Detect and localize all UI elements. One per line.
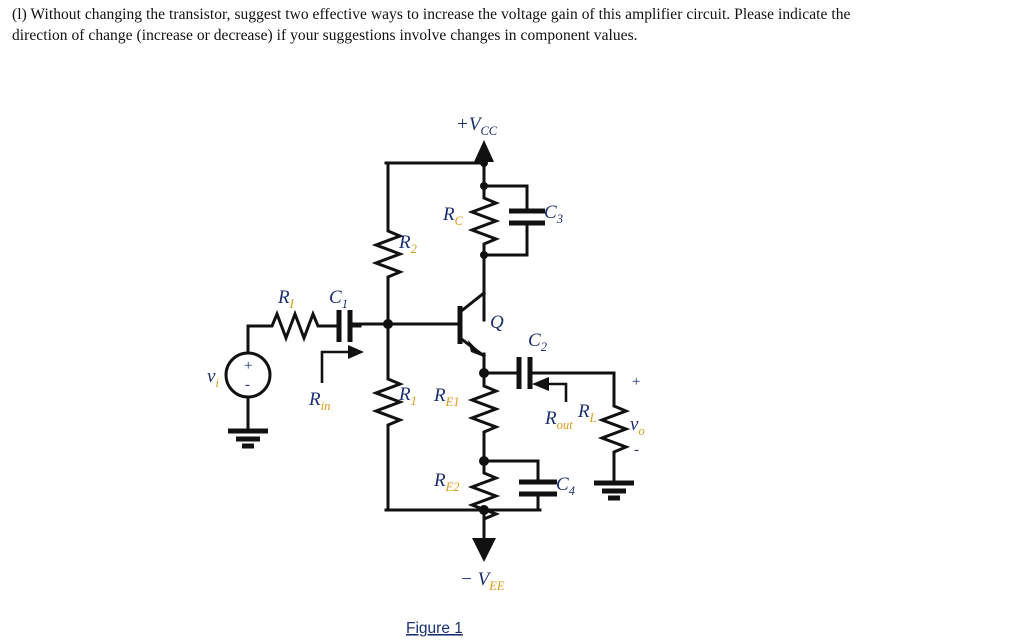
transistor-label: Q: [490, 312, 504, 333]
re2-resistor-symbol: [467, 465, 501, 527]
re2-branch-group: RE2 C4: [433, 456, 575, 558]
ri-resistor-symbol: [264, 309, 328, 343]
vee-label: − VEE: [460, 569, 505, 593]
re1-label: RE1: [433, 385, 460, 409]
output-minus-sign: -: [634, 442, 639, 458]
c1-group: C1: [324, 287, 362, 342]
rout-arrow-icon: [532, 377, 549, 391]
r2-branch-group: R2: [371, 161, 417, 326]
vi-label: vi: [207, 366, 219, 390]
transistor-emitter-arrow-icon: [468, 340, 484, 357]
circuit-figure: +VCC RC C3 R2: [0, 90, 1024, 640]
rc-branch-group: RC C3: [442, 161, 563, 322]
rl-resistor-symbol: [597, 398, 631, 460]
vcc-supply-group: +VCC: [456, 114, 498, 188]
re2-label: RE2: [433, 470, 460, 494]
c2-group: C2: [482, 330, 616, 389]
r1-label: R1: [398, 384, 417, 408]
vo-label: vo: [630, 414, 645, 438]
rin-label: Rin: [308, 389, 330, 413]
vcc-arrow-icon: [474, 140, 494, 162]
question-text: (l) Without changing the transistor, sug…: [12, 6, 851, 44]
re1-branch-group: RE1: [433, 368, 501, 463]
figure-caption: Figure 1: [406, 620, 463, 637]
input-source-group: + - vi: [207, 324, 272, 449]
r1-resistor-symbol: [371, 371, 405, 433]
rout-label: Rout: [544, 408, 573, 432]
ri-label: RI: [277, 287, 295, 311]
circuit-svg: +VCC RC C3 R2: [207, 114, 645, 637]
rc-resistor-symbol: [467, 190, 501, 258]
rin-annotation-group: Rin: [308, 345, 364, 413]
c3-label: C3: [544, 202, 563, 226]
rc-label: RC: [442, 204, 464, 228]
ri-branch-group: RI: [264, 287, 328, 343]
re1-resistor-symbol: [467, 378, 501, 440]
c4-label: C4: [556, 474, 575, 498]
rout-annotation-group: Rout: [532, 377, 573, 432]
rin-pointer-line: [320, 350, 352, 383]
transistor-q-group: Q: [457, 290, 504, 375]
rl-branch-group: RL + vo -: [577, 371, 645, 501]
rout-pointer-line: [546, 382, 568, 402]
rc-bottom-junction-dot: [480, 251, 488, 259]
source-minus-sign: -: [245, 377, 250, 393]
vee-supply-group: − VEE: [384, 505, 542, 593]
source-plus-sign: +: [244, 358, 252, 374]
output-plus-sign: +: [632, 374, 640, 390]
r2-resistor-symbol: [371, 223, 405, 285]
transistor-collector-lead: [457, 290, 487, 315]
c1-label: C1: [329, 287, 348, 311]
rl-label: RL: [577, 401, 597, 425]
vcc-label: +VCC: [456, 114, 498, 138]
r1-branch-group: R1: [371, 322, 417, 512]
vee-arrow-icon: [472, 538, 496, 562]
c2-label: C2: [528, 330, 547, 354]
rin-arrow-icon: [348, 345, 364, 359]
r2-label: R2: [398, 232, 417, 256]
